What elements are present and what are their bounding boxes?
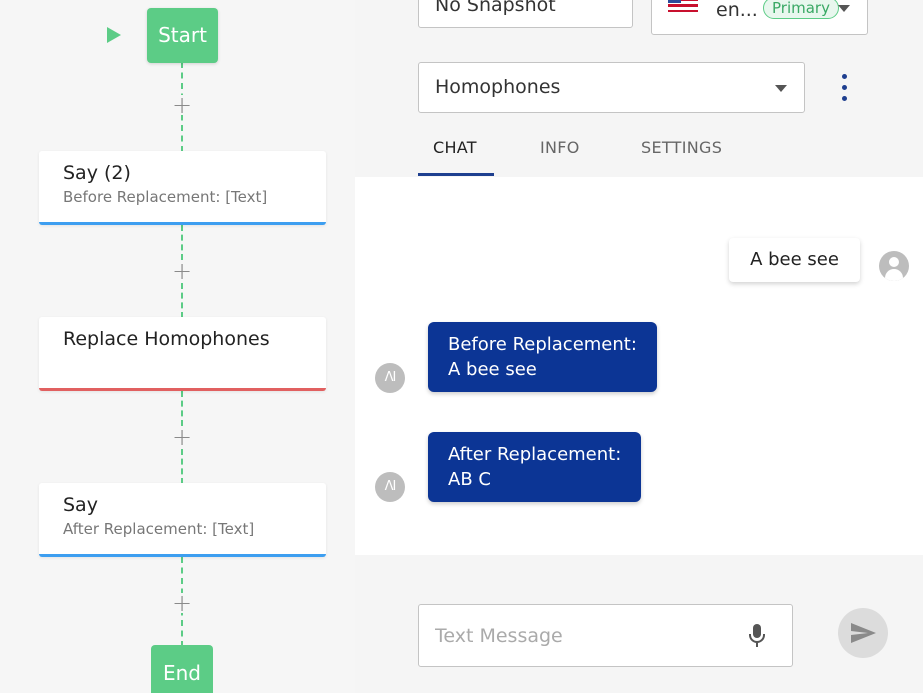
user-message: A bee see [729,238,860,282]
node-title: Replace Homophones [63,328,270,350]
node-title: Say [63,494,98,516]
flow-select-value: Homophones [435,76,561,98]
bot-message-line: A bee see [448,359,537,380]
node-title: Say (2) [63,162,131,184]
play-icon[interactable] [107,27,121,43]
tab-info[interactable]: INFO [540,138,580,157]
add-node-button[interactable]: + [172,257,193,285]
bot-avatar-icon: ΛI [375,363,405,393]
start-node[interactable]: Start [147,8,218,63]
bot-message: Before Replacement: A bee see [428,322,657,392]
flow-node-say-before[interactable]: Say (2) Before Replacement: [Text] [39,151,326,225]
interaction-panel: No Snapshot en... Primary Homophones CHA… [355,0,923,693]
add-node-button[interactable]: + [172,589,193,617]
locale-select-value: en... [716,0,758,21]
node-subtitle: After Replacement: [Text] [63,520,255,538]
tab-settings[interactable]: SETTINGS [641,138,723,157]
bot-message-line: After Replacement: [448,444,622,465]
snapshot-select[interactable]: No Snapshot [418,0,633,28]
flow-node-say-after[interactable]: Say After Replacement: [Text] [39,483,326,557]
user-avatar-icon [879,251,909,281]
flow-canvas: + + + + Start Say (2) Before Replacement… [0,0,355,693]
node-subtitle: Before Replacement: [Text] [63,188,268,206]
chevron-down-icon [775,85,787,92]
locale-select[interactable]: en... Primary [651,0,868,35]
more-options-icon[interactable] [840,74,848,104]
end-node[interactable]: End [151,645,213,693]
snapshot-select-value: No Snapshot [435,0,556,16]
chat-log[interactable]: A bee see Before Replacement: A bee see … [355,177,923,555]
text-message-input[interactable] [418,604,793,667]
flow-select[interactable]: Homophones [418,62,805,113]
flow-node-replace-homophones[interactable]: Replace Homophones [39,317,326,391]
microphone-icon[interactable] [749,624,765,648]
send-icon [851,623,876,643]
chevron-down-icon [838,5,850,12]
bot-message-line: Before Replacement: [448,334,637,355]
active-tab-indicator [418,173,494,176]
tab-chat[interactable]: CHAT [433,138,477,157]
add-node-button[interactable]: + [172,423,193,451]
primary-badge: Primary [763,0,839,19]
bot-message: After Replacement: AB C [428,432,642,502]
bot-message-line: AB C [448,469,491,490]
bot-avatar-icon: ΛI [375,472,405,502]
add-node-button[interactable]: + [172,91,193,119]
send-button[interactable] [838,608,888,658]
us-flag-icon [668,0,698,12]
